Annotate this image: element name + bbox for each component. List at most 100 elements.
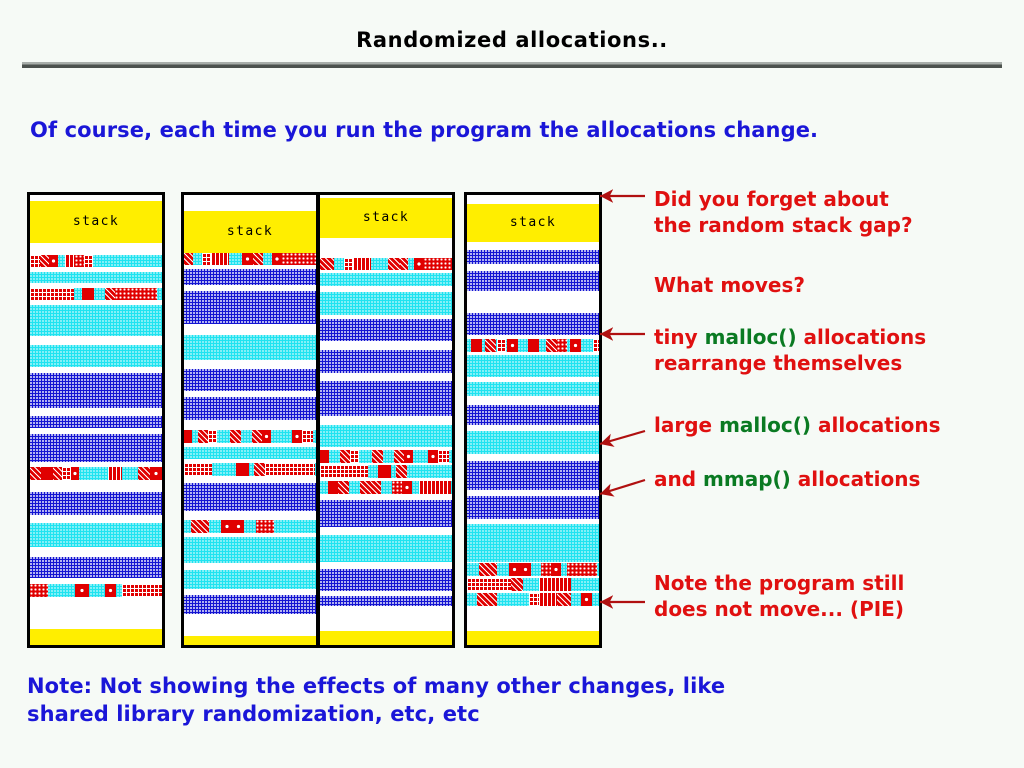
allocation-chunk-row bbox=[184, 253, 316, 265]
allocation-chunk bbox=[520, 563, 531, 576]
allocation-chunk bbox=[208, 430, 217, 443]
memory-band-cyan bbox=[184, 335, 316, 360]
allocation-chunk-row bbox=[467, 563, 599, 576]
allocation-chunk-row bbox=[30, 584, 162, 597]
memory-band-blue bbox=[30, 434, 162, 462]
allocation-chunk-row bbox=[30, 255, 162, 267]
allocation-chunk bbox=[394, 450, 404, 463]
memory-region-label: stack bbox=[362, 210, 410, 225]
allocation-chunk bbox=[105, 288, 115, 300]
memory-map-column-run-1: stackprogram bbox=[27, 192, 165, 648]
allocation-chunk bbox=[593, 339, 599, 352]
memory-band-cyan bbox=[320, 425, 452, 447]
allocation-chunk bbox=[338, 481, 349, 494]
allocation-chunk bbox=[557, 593, 571, 606]
allocation-chunk bbox=[570, 339, 581, 352]
allocation-chunk bbox=[402, 481, 412, 494]
allocation-chunk bbox=[252, 430, 262, 443]
allocation-chunk bbox=[551, 563, 561, 576]
memory-band-blue bbox=[30, 492, 162, 515]
memory-map-column-run-3: stackprogram bbox=[317, 192, 455, 648]
allocation-chunk bbox=[581, 593, 592, 606]
memory-band-white bbox=[184, 533, 316, 537]
memory-band-white bbox=[184, 360, 316, 369]
allocation-chunk bbox=[320, 450, 329, 463]
memory-band-white bbox=[467, 490, 599, 496]
memory-band-white bbox=[467, 425, 599, 431]
memory-band-blue bbox=[320, 596, 452, 606]
memory-band-cyan bbox=[30, 272, 162, 283]
allocation-chunk bbox=[509, 563, 520, 576]
memory-band-white bbox=[30, 195, 162, 201]
memory-band-blue bbox=[30, 557, 162, 578]
memory-band-white bbox=[184, 324, 316, 335]
memory-band-blue bbox=[320, 381, 452, 416]
memory-band-blue bbox=[467, 405, 599, 425]
memory-region-program: program bbox=[467, 631, 599, 645]
memory-band-blue bbox=[467, 271, 599, 291]
memory-band-blue bbox=[184, 483, 316, 511]
memory-band-blue bbox=[320, 500, 452, 527]
memory-band-white bbox=[320, 341, 452, 350]
allocation-chunk bbox=[302, 430, 313, 443]
callout-text: allocations rearrange themselves bbox=[654, 325, 927, 376]
allocation-chunk bbox=[202, 253, 211, 265]
callout-text: What moves? bbox=[654, 273, 806, 297]
allocation-chunk bbox=[541, 563, 551, 576]
memory-band-cyan bbox=[184, 447, 316, 459]
page-title: Randomized allocations.. bbox=[356, 28, 668, 52]
memory-band-white bbox=[467, 242, 599, 250]
memory-band-white bbox=[320, 286, 452, 292]
allocation-chunk bbox=[233, 520, 244, 533]
memory-band-white bbox=[30, 462, 162, 467]
memory-band-cyan bbox=[320, 535, 452, 562]
memory-band-white bbox=[320, 270, 452, 273]
memory-band-blue bbox=[184, 369, 316, 391]
allocation-chunk bbox=[378, 465, 391, 478]
allocation-chunk bbox=[350, 450, 359, 463]
memory-band-cyan bbox=[467, 524, 599, 562]
allocation-chunk bbox=[75, 255, 84, 267]
memory-band-blue bbox=[467, 313, 599, 335]
allocation-chunk bbox=[424, 258, 452, 270]
memory-region-label: stack bbox=[72, 214, 120, 229]
allocation-chunk bbox=[539, 578, 571, 591]
memory-band-white bbox=[30, 267, 162, 272]
allocation-chunk bbox=[254, 463, 265, 476]
memory-band-cyan bbox=[30, 345, 162, 367]
memory-band-cyan bbox=[30, 305, 162, 336]
allocation-chunk bbox=[184, 430, 192, 443]
memory-band-cyan bbox=[320, 292, 452, 315]
memory-band-white bbox=[30, 283, 162, 288]
memory-band-white bbox=[184, 589, 316, 595]
allocation-chunk bbox=[236, 463, 249, 476]
memory-band-white bbox=[320, 373, 452, 381]
allocation-chunk bbox=[497, 339, 506, 352]
allocation-chunk bbox=[467, 578, 511, 591]
callout-mmap: and mmap() allocations bbox=[654, 466, 920, 492]
callout-text: Did you forget about the random stack ga… bbox=[654, 187, 913, 238]
memory-band-white bbox=[320, 447, 452, 450]
allocation-chunk bbox=[404, 450, 413, 463]
title-divider bbox=[22, 62, 1002, 68]
memory-band-white bbox=[184, 563, 316, 570]
allocation-chunk bbox=[150, 467, 162, 480]
allocation-chunk bbox=[557, 339, 567, 352]
memory-band-blue bbox=[467, 496, 599, 519]
memory-band-white bbox=[467, 519, 599, 524]
allocation-chunk bbox=[400, 258, 408, 270]
allocation-chunk-row bbox=[467, 593, 599, 606]
callout-text: Note the program still does not move... … bbox=[654, 571, 905, 622]
memory-band-white bbox=[320, 591, 452, 596]
allocation-chunk bbox=[40, 255, 49, 267]
memory-band-white bbox=[184, 391, 316, 397]
memory-band-white bbox=[30, 367, 162, 373]
allocation-chunk bbox=[53, 467, 62, 480]
memory-band-white bbox=[30, 428, 162, 434]
allocation-chunk bbox=[65, 255, 75, 267]
memory-map-column-run-4: stackprogram bbox=[464, 192, 602, 648]
allocation-chunk bbox=[41, 467, 53, 480]
memory-band-blue bbox=[184, 595, 316, 614]
memory-band-white bbox=[184, 420, 316, 430]
allocation-chunk bbox=[230, 430, 241, 443]
